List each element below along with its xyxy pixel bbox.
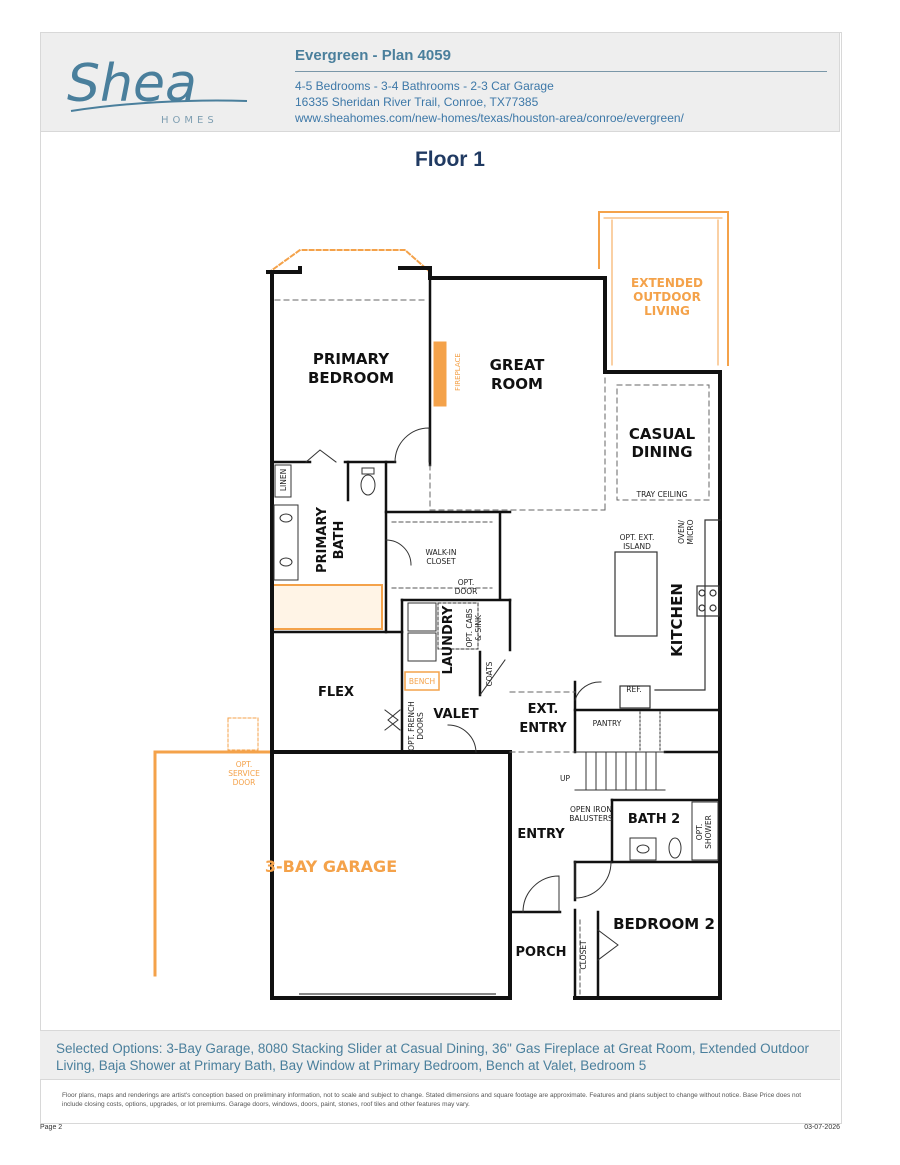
selected-options: Selected Options: 3-Bay Garage, 8080 Sta… [56, 1041, 809, 1073]
extended-outdoor-living-outline [598, 211, 729, 366]
label-entry: ENTRY [517, 827, 565, 842]
label-open-iron-1: OPEN IRON [570, 805, 612, 814]
plan-specs: 4-5 Bedrooms - 3-4 Bathrooms - 2-3 Car G… [295, 79, 554, 93]
page-number: Page 2 [40, 1124, 63, 1131]
stairs [574, 711, 666, 791]
options-band [40, 1030, 840, 1080]
label-opt-island-1: OPT. EXT. [620, 533, 655, 542]
label-coats: COATS [485, 661, 494, 686]
label-flex: FLEX [318, 685, 354, 700]
label-laundry: LAUNDRY [441, 605, 456, 674]
label-opt-cabs-2: & SINK [474, 614, 483, 641]
door-swings [305, 427, 619, 961]
label-great-room-2: ROOM [491, 375, 543, 393]
label-primary-bedroom-2: BEDROOM [308, 369, 394, 387]
disclaimer: Floor plans, maps and renderings are art… [62, 1092, 802, 1108]
label-french-2: DOORS [416, 712, 425, 740]
room-separators [274, 299, 710, 753]
label-linen: LINEN [279, 469, 288, 491]
label-opt-service-1: OPT. [236, 760, 253, 769]
label-walk-in-2: CLOSET [426, 557, 456, 566]
page-date: 03-07-2026 [804, 1124, 840, 1131]
label-kitchen: KITCHEN [668, 583, 686, 657]
plan-title: Evergreen - Plan 4059 [295, 47, 451, 64]
label-ext-entry-2: ENTRY [519, 721, 567, 736]
label-walk-in-1: WALK-IN [426, 548, 457, 557]
label-opt-service-2: SERVICE [228, 769, 260, 778]
page-sheet [40, 32, 842, 1124]
shea-homes-logo: Shea HOMES [67, 54, 248, 125]
label-pantry: PANTRY [593, 719, 622, 728]
floor-title: Floor 1 [414, 148, 485, 171]
header-divider [295, 71, 827, 72]
label-opt-cabs-1: OPT. CABS [465, 608, 474, 647]
baja-shower-outline [271, 584, 383, 630]
bay-window-outline [266, 249, 432, 275]
bench-outline [404, 671, 440, 691]
label-oven-2: MICRO [686, 519, 695, 544]
label-opt-shower-2: SHOWER [704, 815, 713, 849]
label-primary-bedroom-1: PRIMARY [313, 350, 390, 368]
label-french-1: OPT. FRENCH [407, 701, 416, 751]
laundry-appliances [407, 602, 479, 662]
label-opt-service-3: DOOR [233, 778, 256, 787]
exterior-walls [266, 266, 722, 1000]
label-garage: 3-BAY GARAGE [265, 857, 397, 876]
label-valet: VALET [433, 707, 478, 722]
label-primary-bath-2: BATH [332, 521, 347, 560]
label-bath2: BATH 2 [628, 812, 680, 827]
label-extended-3: LIVING [644, 304, 690, 318]
kitchen-counters [614, 519, 721, 709]
label-extended-2: OUTDOOR [633, 290, 701, 304]
label-opt-shower-1: OPT. [695, 824, 704, 841]
label-oven-1: OVEN/ [677, 520, 686, 544]
logo-sub: HOMES [161, 115, 218, 125]
plan-url[interactable]: www.sheahomes.com/new-homes/texas/housto… [295, 111, 684, 125]
floor-plan: PRIMARY BEDROOM GREAT ROOM EXTENDED OUTD… [153, 211, 729, 1000]
fireplace-outline [433, 341, 447, 407]
label-bench: BENCH [409, 677, 435, 686]
label-primary-bath-1: PRIMARY [315, 506, 330, 573]
label-bedroom2: BEDROOM 2 [613, 915, 715, 933]
label-ref: REF. [626, 685, 641, 694]
label-porch: PORCH [515, 945, 566, 960]
garage-option-outline [153, 750, 274, 977]
label-casual-dining-2: DINING [631, 443, 692, 461]
label-casual-dining-1: CASUAL [629, 425, 696, 443]
label-fireplace: FIREPLACE [454, 353, 462, 391]
interior-walls [270, 276, 722, 1000]
label-opt-door-1: OPT. [458, 578, 475, 587]
label-opt-island-2: ISLAND [623, 542, 651, 551]
label-up: UP [560, 774, 570, 783]
label-closet: CLOSET [579, 940, 588, 970]
label-extended-1: EXTENDED [631, 276, 703, 290]
label-tray-ceiling: TRAY CEILING [635, 490, 687, 499]
closet-rods [391, 521, 581, 995]
service-door-outline [227, 717, 259, 751]
plan-address: 16335 Sheridan River Trail, Conroe, TX77… [295, 95, 539, 109]
bath-fixtures [273, 464, 719, 861]
label-open-iron-2: BALUSTERS [569, 814, 613, 823]
label-great-room-1: GREAT [490, 356, 546, 374]
label-opt-door-2: DOOR [455, 587, 478, 596]
header-band: Shea HOMES Evergreen - Plan 4059 4-5 Bed… [40, 32, 840, 132]
label-ext-entry-1: EXT. [528, 702, 559, 717]
